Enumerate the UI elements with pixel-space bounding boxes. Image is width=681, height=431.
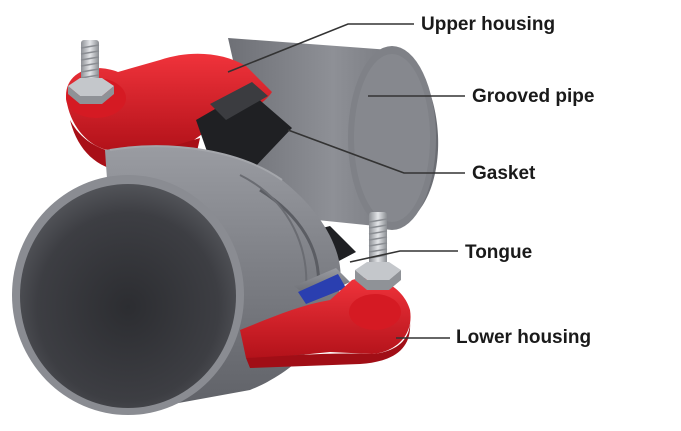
label-gasket: Gasket	[472, 163, 535, 185]
label-grooved-pipe: Grooved pipe	[472, 86, 594, 108]
pipe-open-end	[12, 175, 244, 415]
label-upper-housing: Upper housing	[421, 14, 555, 36]
label-tongue: Tongue	[465, 242, 532, 264]
label-lower-housing: Lower housing	[456, 327, 591, 349]
leader-tongue	[350, 251, 458, 262]
